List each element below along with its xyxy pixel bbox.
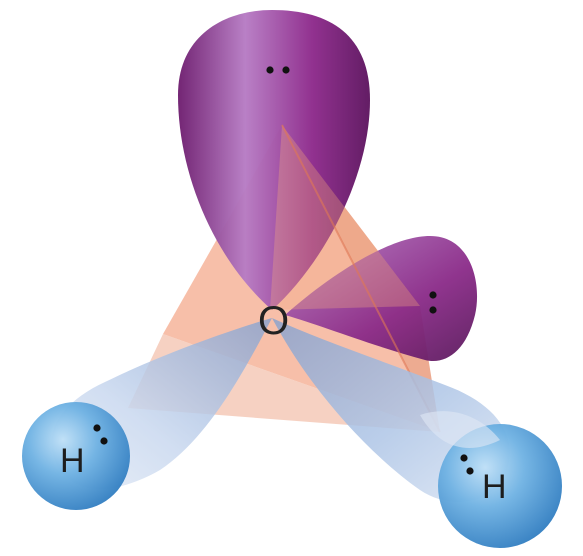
hydrogen-label-right: H (482, 468, 507, 506)
oxygen-label: O (258, 299, 289, 343)
hydrogen-label-left: H (60, 442, 85, 480)
